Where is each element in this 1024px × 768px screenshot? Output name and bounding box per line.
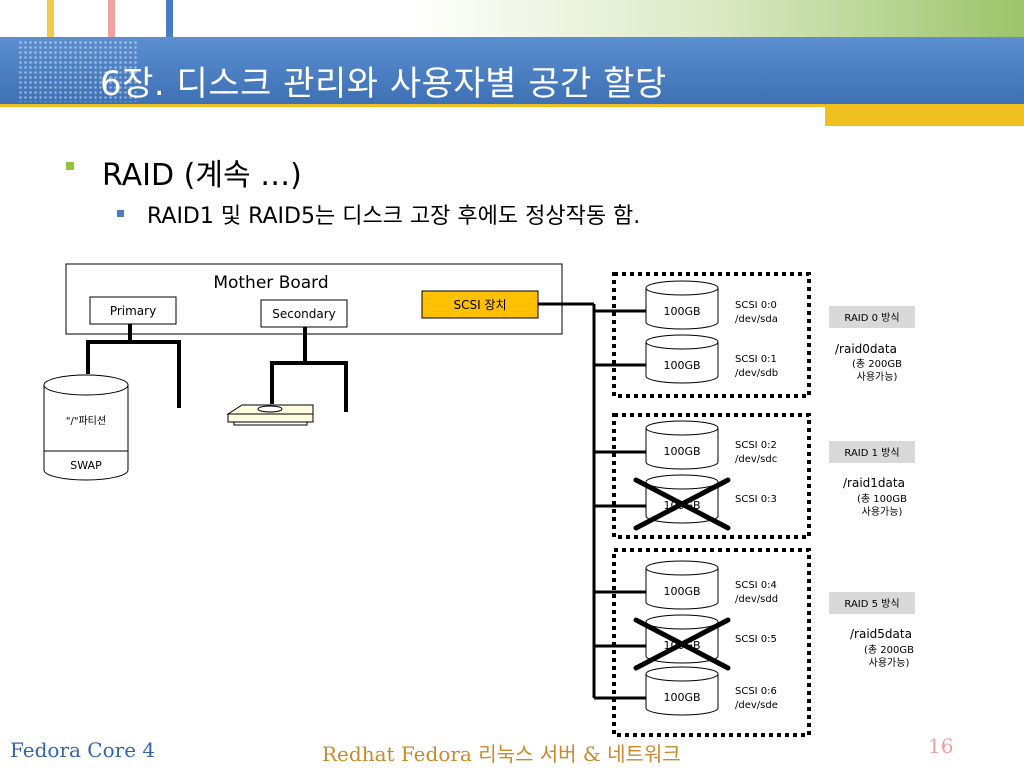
footer-book-title: Redhat Fedora 리눅스 서버 & 네트워크 [322,742,681,766]
bullet-marker-green [66,162,74,170]
disk-6: 100GB SCSI 0:6/dev/sde [645,666,778,716]
disk-0: 100GB SCSI 0:0/dev/sda [645,280,778,330]
raid1-group-box [612,413,811,539]
footer-course-name: Fedora Core 4 [10,738,156,762]
disk-device-path-label: /dev/sda [735,314,778,325]
raid5-available-label: 사용가능) [869,657,910,669]
disk-scsi-id-label: SCSI 0:6 [735,686,777,697]
bullet-raid-failover: RAID1 및 RAID5는 디스크 고장 후에도 정상작동 함. [147,204,641,229]
secondary-label: Secondary [272,307,336,321]
cdrom-drive-icon [226,404,314,426]
disk-layer: 100GB SCSI 0:0/dev/sda 100GB SCSI 0:1/dev/s… [633,280,778,716]
disk-device-path-label: /dev/sde [735,700,778,711]
title-corner-tab [825,104,1024,126]
partition-swap-label: SWAP [70,459,102,472]
disk-size-label: 100GB [663,359,700,372]
raid0-method-label: RAID 0 방식 [844,312,899,324]
raid0-available-label: 사용가능) [857,371,898,383]
disk-device-path-label: /dev/sdb [735,368,778,379]
disk-scsi-id-label: SCSI 0:5 [735,634,777,645]
motherboard-label: Mother Board [213,273,328,293]
disk-device-path-label: /dev/sdc [735,454,777,465]
disk-scsi-id-label: SCSI 0:3 [735,494,777,505]
raid1-tag: RAID 1 방식 [829,441,915,463]
failed-disk-cross-icon [633,477,731,531]
disk-size-label: 100GB [663,691,700,704]
raid0-mount-label: /raid0data [835,342,897,356]
partition-root-label: "/"파티션 [66,415,106,427]
raid5-group-box [612,548,811,737]
raid1-mount-label: /raid1data [843,476,905,490]
primary-cable [86,324,181,408]
disk-size-label: 100GB [663,585,700,598]
disk-scsi-id-label: SCSI 0:1 [735,354,777,365]
raid0-tag: RAID 0 방식 [829,306,915,328]
raid1-available-label: 사용가능) [862,506,903,518]
disk-size-label: 100GB [663,445,700,458]
system-disk [43,374,129,481]
scsi-bus [538,302,646,700]
failed-disk-cross-icon [633,617,731,671]
scsi-controller [421,290,539,319]
bullet-raid: RAID (계속 …) [102,158,302,193]
header-stripe-yellow [47,0,54,37]
raid0-group-box [612,272,811,398]
disk-2: 100GB SCSI 0:2/dev/sdc [645,420,777,470]
header-stripe-blue [166,0,173,37]
raid5-tag: RAID 5 방식 [829,592,915,614]
raid5-capacity-label: (총 200GB [864,644,914,656]
disk-scsi-id-label: SCSI 0:4 [735,580,777,591]
scsi-label: SCSI 장치 [453,298,506,312]
secondary-cable [270,327,348,412]
raid5-mount-label: /raid5data [850,627,912,641]
raid1-capacity-label: (총 100GB [857,493,907,505]
header-stripe-pink [108,0,115,37]
page-number: 16 [928,734,954,758]
primary-controller [89,296,177,325]
bullet-marker-blue [117,210,124,217]
title-underline [0,104,825,107]
disk-scsi-id-label: SCSI 0:2 [735,440,777,451]
title-banner [0,37,1024,107]
disk-device-path-label: /dev/sdd [735,594,778,605]
slide-title: 6장. 디스크 관리와 사용자별 공간 할당 [100,64,667,104]
banner-dot-pattern [18,40,138,102]
raid1-method-label: RAID 1 방식 [844,447,899,459]
raid0-capacity-label: (총 200GB [852,358,902,370]
primary-label: Primary [110,304,156,318]
secondary-controller [260,299,348,328]
disk-scsi-id-label: SCSI 0:0 [735,300,777,311]
disk-1: 100GB SCSI 0:1/dev/sdb [645,334,778,384]
disk-size-label: 100GB [663,305,700,318]
disk-4: 100GB SCSI 0:4/dev/sdd [645,560,778,610]
raid5-method-label: RAID 5 방식 [844,598,899,610]
